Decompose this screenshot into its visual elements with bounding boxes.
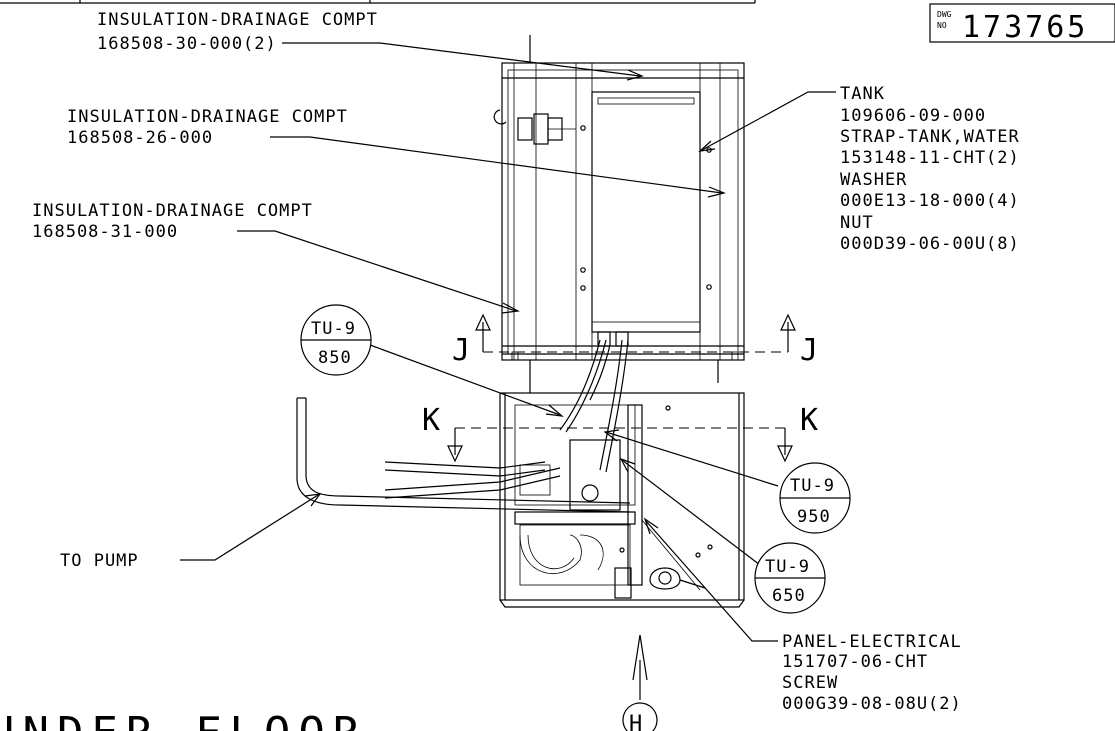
callout-panel-line-3: 000G39-08-08U(2) [782,694,962,714]
callout-insulation-mid-title: INSULATION-DRAINAGE COMPT [67,107,348,127]
callout-insulation-top-title: INSULATION-DRAINAGE COMPT [97,10,378,30]
section-mark-j-left: J [452,333,474,368]
callout-insulation-low: INSULATION-DRAINAGE COMPT 168508-31-000 [32,201,520,314]
callout-panel-line-0: PANEL-ELECTRICAL [782,632,962,652]
title-block-border [0,0,756,4]
tank-frame [493,35,745,361]
callout-insulation-top-part: 168508-30-000(2) [97,34,277,54]
view-arrow-h: H [622,634,658,731]
bubble-650-bottom: 650 [772,586,806,606]
section-mark-k-right: K [800,403,822,438]
bubble-950-bottom: 950 [797,507,831,527]
callout-tank-line-1: 109606-09-000 [840,106,986,126]
lower-cabinet [384,339,745,608]
drawing-number-box: DWG NO 173765 [929,3,1115,45]
callout-tank-line-4: WASHER [840,170,907,190]
callout-panel: PANEL-ELECTRICAL 151707-06-CHT SCREW 000… [643,517,962,714]
bubble-tu9-650: TU-9 650 [619,457,826,614]
section-mark-j-right: J [800,333,822,368]
dwg-prefix-bottom: NO [937,21,947,30]
bubble-650-top: TU-9 [765,557,810,577]
section-cut-j: J J [452,313,822,368]
callout-tank-line-2: STRAP-TANK,WATER [840,127,1020,147]
dwg-prefix-top: DWG [937,10,952,19]
callout-tank-line-6: NUT [840,213,874,233]
callout-tank-line-3: 153148-11-CHT(2) [840,148,1020,168]
callout-tank-line-0: TANK [840,84,885,104]
bubble-950-top: TU-9 [790,476,835,496]
callout-to-pump-label: TO PUMP [60,551,139,571]
bubble-850-bottom: 850 [318,348,352,368]
callout-tank-line-5: 000E13-18-000(4) [840,191,1020,211]
drawing-number: 173765 [962,10,1088,45]
bubble-850-top: TU-9 [311,319,356,339]
view-title: UNDER FLOOR [0,708,367,731]
callout-insulation-low-title: INSULATION-DRAINAGE COMPT [32,201,313,221]
view-mark-h: H [629,712,642,731]
callout-panel-line-2: SCREW [782,673,838,693]
section-mark-k-left: K [422,403,444,438]
callout-panel-line-1: 151707-06-CHT [782,652,928,672]
callout-tank-line-7: 000D39-06-00U(8) [840,234,1020,254]
callout-tank: TANK 109606-09-000 STRAP-TANK,WATER 1531… [698,84,1020,254]
bubble-tu9-950: TU-9 950 [603,429,851,534]
pump-hose [296,397,631,513]
section-cut-k: K K [422,403,822,463]
callout-insulation-mid-part: 168508-26-000 [67,128,213,148]
callout-insulation-mid: INSULATION-DRAINAGE COMPT 168508-26-000 [67,107,726,198]
callout-to-pump: TO PUMP [60,493,322,571]
callout-insulation-low-part: 168508-31-000 [32,222,178,242]
bubble-tu9-850: TU-9 850 [300,304,564,417]
callout-insulation-top: INSULATION-DRAINAGE COMPT 168508-30-000(… [97,10,644,81]
